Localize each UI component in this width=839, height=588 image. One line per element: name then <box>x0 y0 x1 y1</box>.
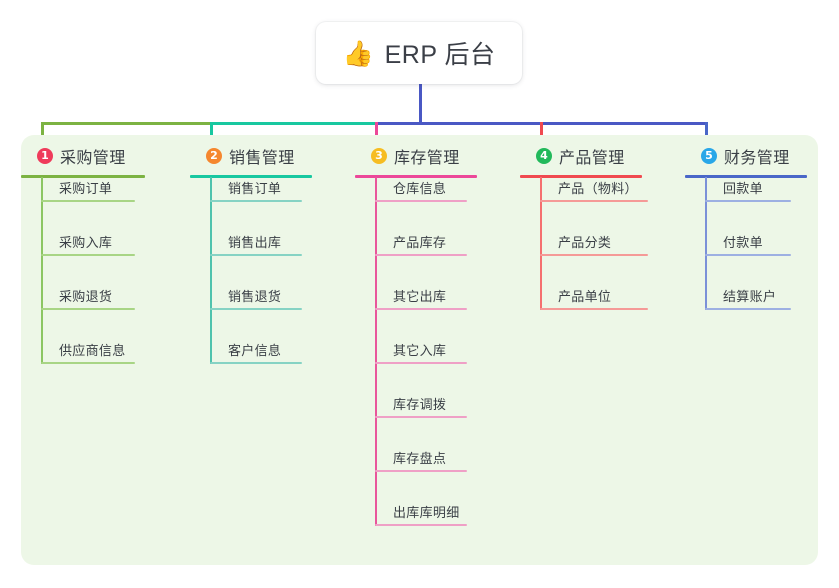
bus-segment-teal <box>210 122 378 125</box>
branch-item-rule <box>41 254 135 256</box>
branch-item-label: 库存盘点 <box>393 451 447 466</box>
branch-column-1: 1 采购管理采购订单采购入库采购退货供应商信息 <box>21 143 145 364</box>
branch-spine-4 <box>540 177 542 310</box>
branch-item-rule <box>705 254 791 256</box>
branch-header-rule-2 <box>190 175 312 178</box>
branch-item-label: 销售订单 <box>228 181 282 196</box>
branch-item-label: 客户信息 <box>228 343 282 358</box>
branch-title-3: 库存管理 <box>394 150 460 167</box>
branch-item-label: 采购退货 <box>59 289 113 304</box>
bus-segment-green <box>41 122 213 125</box>
branch-header-1[interactable]: 1 采购管理 <box>21 143 145 169</box>
branch-spine-5 <box>705 177 707 310</box>
branch-item-label: 库存调拨 <box>393 397 447 412</box>
branch-item-label: 采购订单 <box>59 181 113 196</box>
branch-badge-5: 5 <box>701 148 717 164</box>
branch-item-label: 采购入库 <box>59 235 113 250</box>
root-node-content: 👍 ERP 后台 <box>342 35 495 71</box>
branch-header-3[interactable]: 3 库存管理 <box>355 143 477 169</box>
branch-badge-3: 3 <box>371 148 387 164</box>
branch-item-label: 销售出库 <box>228 235 282 250</box>
branch-item-label: 产品单位 <box>558 289 612 304</box>
branch-item-label: 回款单 <box>723 181 763 196</box>
thumbs-up-icon: 👍 <box>342 38 374 68</box>
branch-title-5: 财务管理 <box>724 150 790 167</box>
branch-item-rule <box>375 470 467 472</box>
branch-header-rule-1 <box>21 175 145 178</box>
branch-item-rule <box>375 362 467 364</box>
branch-item-label: 其它入库 <box>393 343 447 358</box>
root-drop-line <box>419 84 422 125</box>
branch-item-label: 其它出库 <box>393 289 447 304</box>
branch-item-label: 供应商信息 <box>59 343 126 358</box>
branch-item-rule <box>41 362 135 364</box>
branch-item-label: 销售退货 <box>228 289 282 304</box>
branch-badge-4: 4 <box>536 148 552 164</box>
branch-item-rule <box>210 200 302 202</box>
branch-badge-1: 1 <box>37 148 53 164</box>
branch-column-4: 4 产品管理产品（物料） 产品分类产品单位 <box>520 143 648 310</box>
branch-item-label: 产品分类 <box>558 235 612 250</box>
branch-header-rule-5 <box>685 175 807 178</box>
branch-title-2: 销售管理 <box>229 150 295 167</box>
branch-item-rule <box>540 254 648 256</box>
branch-item-label: 付款单 <box>723 235 763 250</box>
branch-column-5: 5 财务管理回款单付款单结算账户 <box>685 143 807 310</box>
root-node-title: ERP 后台 <box>384 41 496 69</box>
branch-header-5[interactable]: 5 财务管理 <box>685 143 807 169</box>
branch-column-2: 2 销售管理销售订单销售出库销售退货客户信息 <box>190 143 312 364</box>
branch-title-4: 产品管理 <box>559 150 625 167</box>
branch-column-3: 3 库存管理仓库信息产品库存其它出库其它入库库存调拨库存盘点出库库明细 <box>355 143 477 526</box>
branch-item-label: 结算账户 <box>723 289 777 304</box>
branch-spine-1 <box>41 177 43 364</box>
branch-item-label: 产品库存 <box>393 235 447 250</box>
branch-item-rule <box>540 308 648 310</box>
branch-item-rule <box>375 254 467 256</box>
branch-badge-2: 2 <box>206 148 222 164</box>
branch-item-rule <box>375 200 467 202</box>
branch-item-rule <box>41 200 135 202</box>
branch-item-rule <box>540 200 648 202</box>
branch-header-2[interactable]: 2 销售管理 <box>190 143 312 169</box>
branch-spine-2 <box>210 177 212 364</box>
root-node-erp-backend[interactable]: 👍 ERP 后台 <box>316 22 522 84</box>
branch-item-rule <box>210 254 302 256</box>
branch-item-rule <box>705 200 791 202</box>
branch-item-label: 产品（物料） <box>558 181 638 196</box>
branch-item-rule <box>375 524 467 526</box>
branch-header-4[interactable]: 4 产品管理 <box>520 143 642 169</box>
columns-panel <box>21 135 818 565</box>
branch-header-rule-4 <box>520 175 642 178</box>
branch-item-rule <box>210 308 302 310</box>
branch-item-rule <box>210 362 302 364</box>
branch-title-1: 采购管理 <box>60 150 126 167</box>
branch-item-label: 仓库信息 <box>393 181 447 196</box>
branch-item-rule <box>375 308 467 310</box>
branch-spine-3 <box>375 177 377 526</box>
branch-item-label: 出库库明细 <box>393 505 460 520</box>
branch-item-rule <box>705 308 791 310</box>
branch-item-rule <box>41 308 135 310</box>
branch-item-rule <box>375 416 467 418</box>
branch-header-rule-3 <box>355 175 477 178</box>
